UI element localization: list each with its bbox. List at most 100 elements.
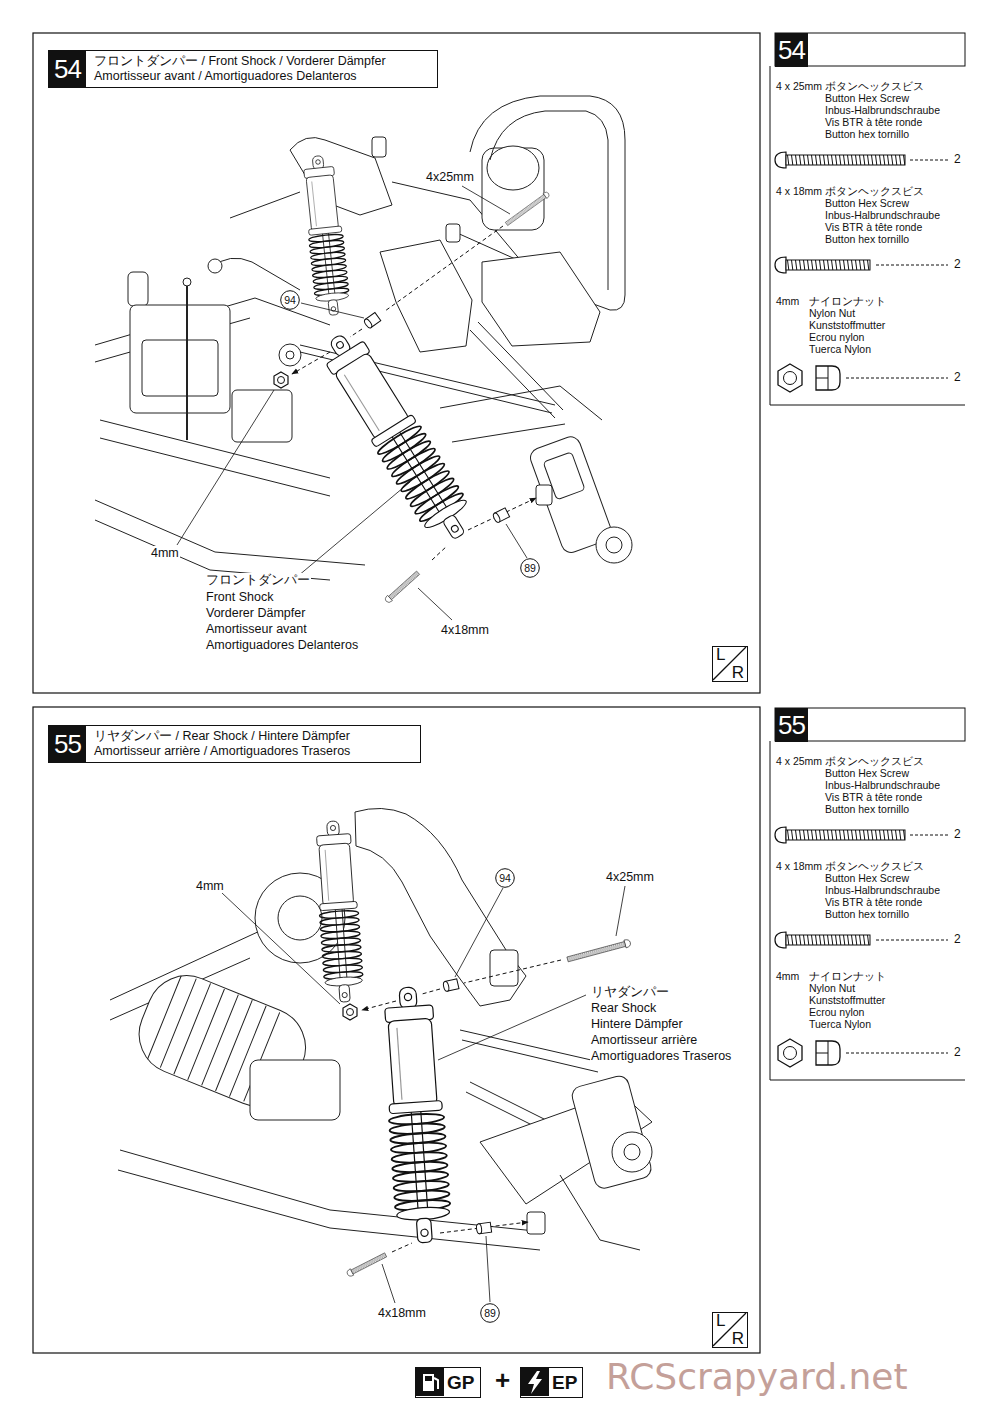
leader-line (177, 390, 274, 545)
chassis-illustration (120, 1150, 545, 1232)
part-name: Kunststoffmutter (808, 994, 886, 1006)
leader-line (438, 995, 586, 1060)
side-letter: L (716, 1313, 725, 1329)
callout-number: 94 (284, 294, 296, 306)
chassis-illustration (142, 340, 218, 396)
assembly-arrow (350, 329, 362, 337)
leader-line (486, 1236, 490, 1302)
leader-line (506, 524, 527, 558)
screw-size: 4x18mm (440, 623, 490, 637)
assembly-arrow (362, 1001, 396, 1010)
quantity: 2 (953, 1046, 962, 1060)
part-name: フロントダンパー (205, 573, 311, 587)
side-letter: R (732, 665, 744, 681)
callout-circle: 89 (480, 1303, 500, 1323)
quantity: 2 (953, 153, 962, 167)
part-name: Button hex tornillo (824, 908, 910, 920)
parts-list (846, 378, 948, 379)
panel-frame (33, 33, 760, 693)
part-name: Button hex tornillo (824, 128, 910, 140)
parts-list (775, 257, 870, 273)
callout-circle-outline (281, 291, 300, 310)
diagonal-divider (713, 1313, 746, 1346)
part-name: Vis BTR à tête ronde (824, 896, 923, 908)
part-size: 4 x 18mm (775, 185, 823, 197)
parts-list (910, 160, 948, 161)
part-name: Amortiguadores Traseros (590, 1049, 732, 1063)
step-number: 54 (778, 35, 805, 66)
callout-circle-outline (521, 559, 540, 578)
panel-frame (33, 707, 760, 1353)
chassis-illustration (612, 1132, 652, 1172)
chassis-illustration (482, 252, 600, 346)
part-name: Inbus-Halbrundschraube (824, 104, 941, 116)
assembly-arrow (392, 1243, 412, 1252)
front-shock (314, 324, 481, 550)
leader-line (616, 886, 625, 936)
part-name: Inbus-Halbrundschraube (824, 779, 941, 791)
leader-line (462, 186, 510, 214)
callout-circle: 94 (280, 290, 300, 310)
part-name: ボタンヘックスビス (824, 755, 925, 767)
chassis-illustration (232, 390, 292, 442)
part-name: Vis BTR à tête ronde (824, 221, 923, 233)
parts-list (876, 265, 948, 266)
engine-pictogram (423, 1374, 434, 1391)
panel-frame (33, 33, 760, 1353)
chassis-illustration (596, 527, 632, 563)
part-name: Kunststoffmutter (808, 319, 886, 331)
watermark: RCScrapyard.net (605, 1356, 909, 1397)
callout-circle: 94 (495, 868, 515, 888)
side-letter: L (716, 647, 725, 663)
part-name: Amortiguadores Delanteros (205, 638, 359, 652)
chassis-illustration (440, 386, 602, 442)
chassis-illustration (446, 224, 460, 242)
chassis-illustration (527, 1212, 545, 1234)
engine-pictogram (425, 1376, 432, 1381)
assembly-arrow (292, 352, 330, 374)
part-name: Button Hex Screw (824, 767, 910, 779)
leader-line (418, 588, 452, 620)
installed-shock (300, 154, 351, 316)
parts-list (778, 364, 840, 392)
rear-shock (380, 985, 453, 1244)
part-size: 4mm (775, 295, 800, 307)
part-name: Tuerca Nylon (808, 1018, 872, 1030)
step-number-box: 55 (49, 726, 86, 762)
part-name: Amortisseur avant (205, 622, 308, 636)
part-name: Button hex tornillo (824, 233, 910, 245)
part-name: Button Hex Screw (824, 197, 910, 209)
leader-line (298, 482, 410, 576)
screw-size: 4x18mm (377, 1306, 427, 1320)
leader-line (222, 893, 340, 1004)
parts-list (775, 152, 905, 168)
hardware (343, 1004, 357, 1020)
part-name: Ecrou nylon (808, 331, 865, 343)
part-name: Front Shock (205, 590, 274, 604)
parts-list (770, 66, 965, 405)
chassis-illustration (570, 1074, 653, 1190)
parts-list (775, 33, 965, 66)
diagonal-divider (713, 647, 746, 680)
chassis-illustration (250, 1060, 340, 1120)
part-name: Vorderer Dämpfer (205, 606, 306, 620)
part-name: Button hex tornillo (824, 803, 910, 815)
step-number-box: 54 (49, 51, 86, 87)
hardware (384, 570, 421, 604)
chassis-illustration (95, 520, 330, 580)
left-right-icon: LR (712, 1312, 748, 1348)
chassis-illustration (372, 137, 386, 157)
chassis-illustration (183, 278, 191, 286)
engine-type-icon: GP (415, 1367, 481, 1398)
part-name: Button Hex Screw (824, 92, 910, 104)
chassis-illustration (286, 351, 294, 359)
step-title: 54フロントダンパー / Front Shock / Vorderer Dämp… (48, 50, 438, 88)
part-size: 4 x 18mm (775, 860, 823, 872)
screw-size: 4x25mm (425, 170, 475, 184)
part-name: Tuerca Nylon (808, 343, 872, 355)
assembly-arrow (432, 546, 447, 560)
callout-number: 89 (484, 1307, 496, 1319)
chassis-illustration (118, 1170, 540, 1250)
side-letter: R (732, 1331, 744, 1347)
chassis-illustration (536, 485, 552, 505)
